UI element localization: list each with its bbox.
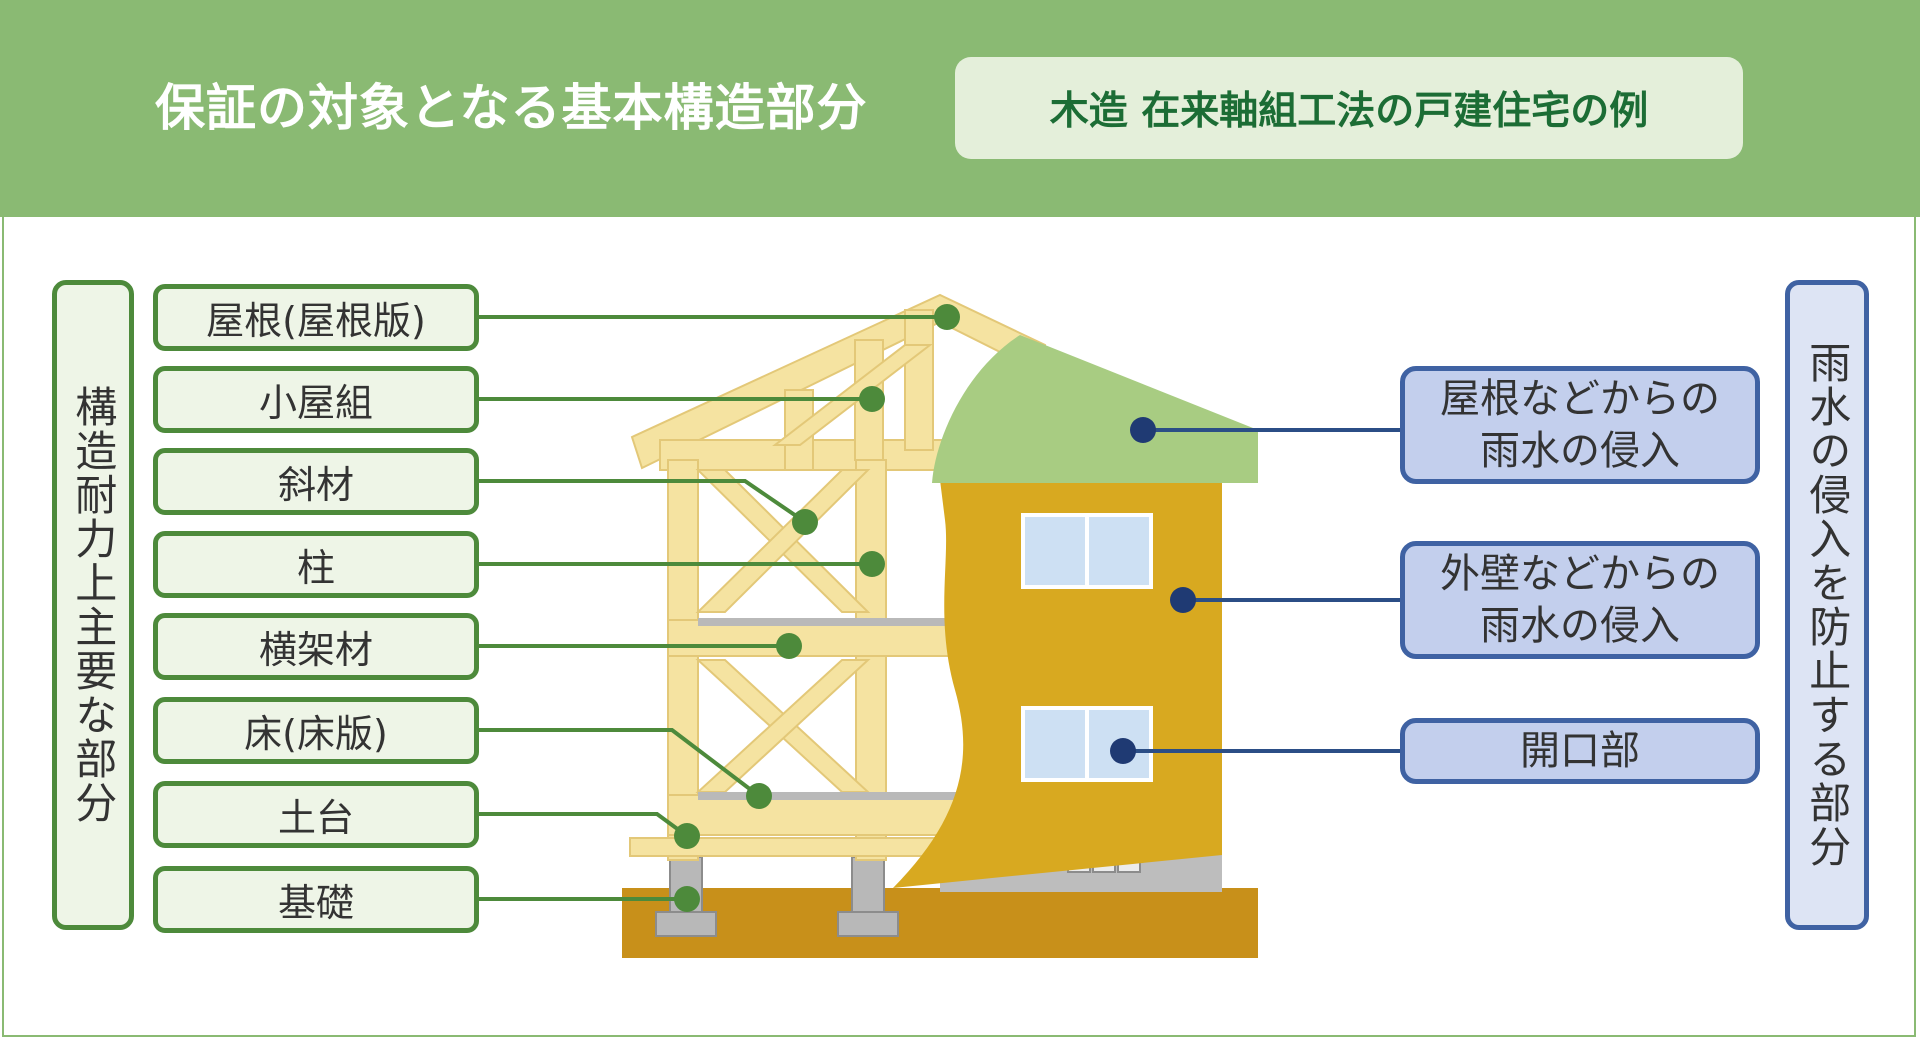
rain-prevention-label: 雨水の侵入を防止する部分 (1785, 280, 1869, 930)
label-floor-board: 床(床版) (153, 697, 479, 764)
right-leader-dots (1110, 417, 1196, 764)
page-subtitle: 木造 在来軸組工法の戸建住宅の例 (955, 57, 1743, 159)
page-title: 保証の対象となる基本構造部分 (155, 79, 868, 137)
windows (1021, 513, 1153, 782)
header-bar: 保証の対象となる基本構造部分 木造 在来軸組工法の戸建住宅の例 (0, 0, 1920, 217)
label-brace: 斜材 (153, 448, 479, 515)
left-leader-lines (479, 315, 947, 901)
label-foundation: 基礎 (153, 866, 479, 933)
right-leader-lines (1123, 428, 1400, 753)
label-wall-rain: 外壁などからの 雨水の侵入 (1400, 541, 1760, 659)
content-frame (2, 217, 1916, 1037)
label-roof-board: 屋根(屋根版) (153, 284, 479, 351)
left-leader-dots (674, 304, 960, 912)
label-column: 柱 (153, 531, 479, 598)
label-beam: 横架材 (153, 613, 479, 680)
structural-parts-label: 構造耐力上主要な部分 (52, 280, 134, 930)
ground-slab (622, 888, 1258, 958)
label-roof-rain: 屋根などからの 雨水の侵入 (1400, 366, 1760, 484)
label-sill: 土台 (153, 781, 479, 848)
label-roof-frame: 小屋組 (153, 366, 479, 433)
roof-covering (932, 335, 1258, 483)
label-opening: 開口部 (1400, 718, 1760, 784)
timber-frame (630, 293, 1047, 861)
